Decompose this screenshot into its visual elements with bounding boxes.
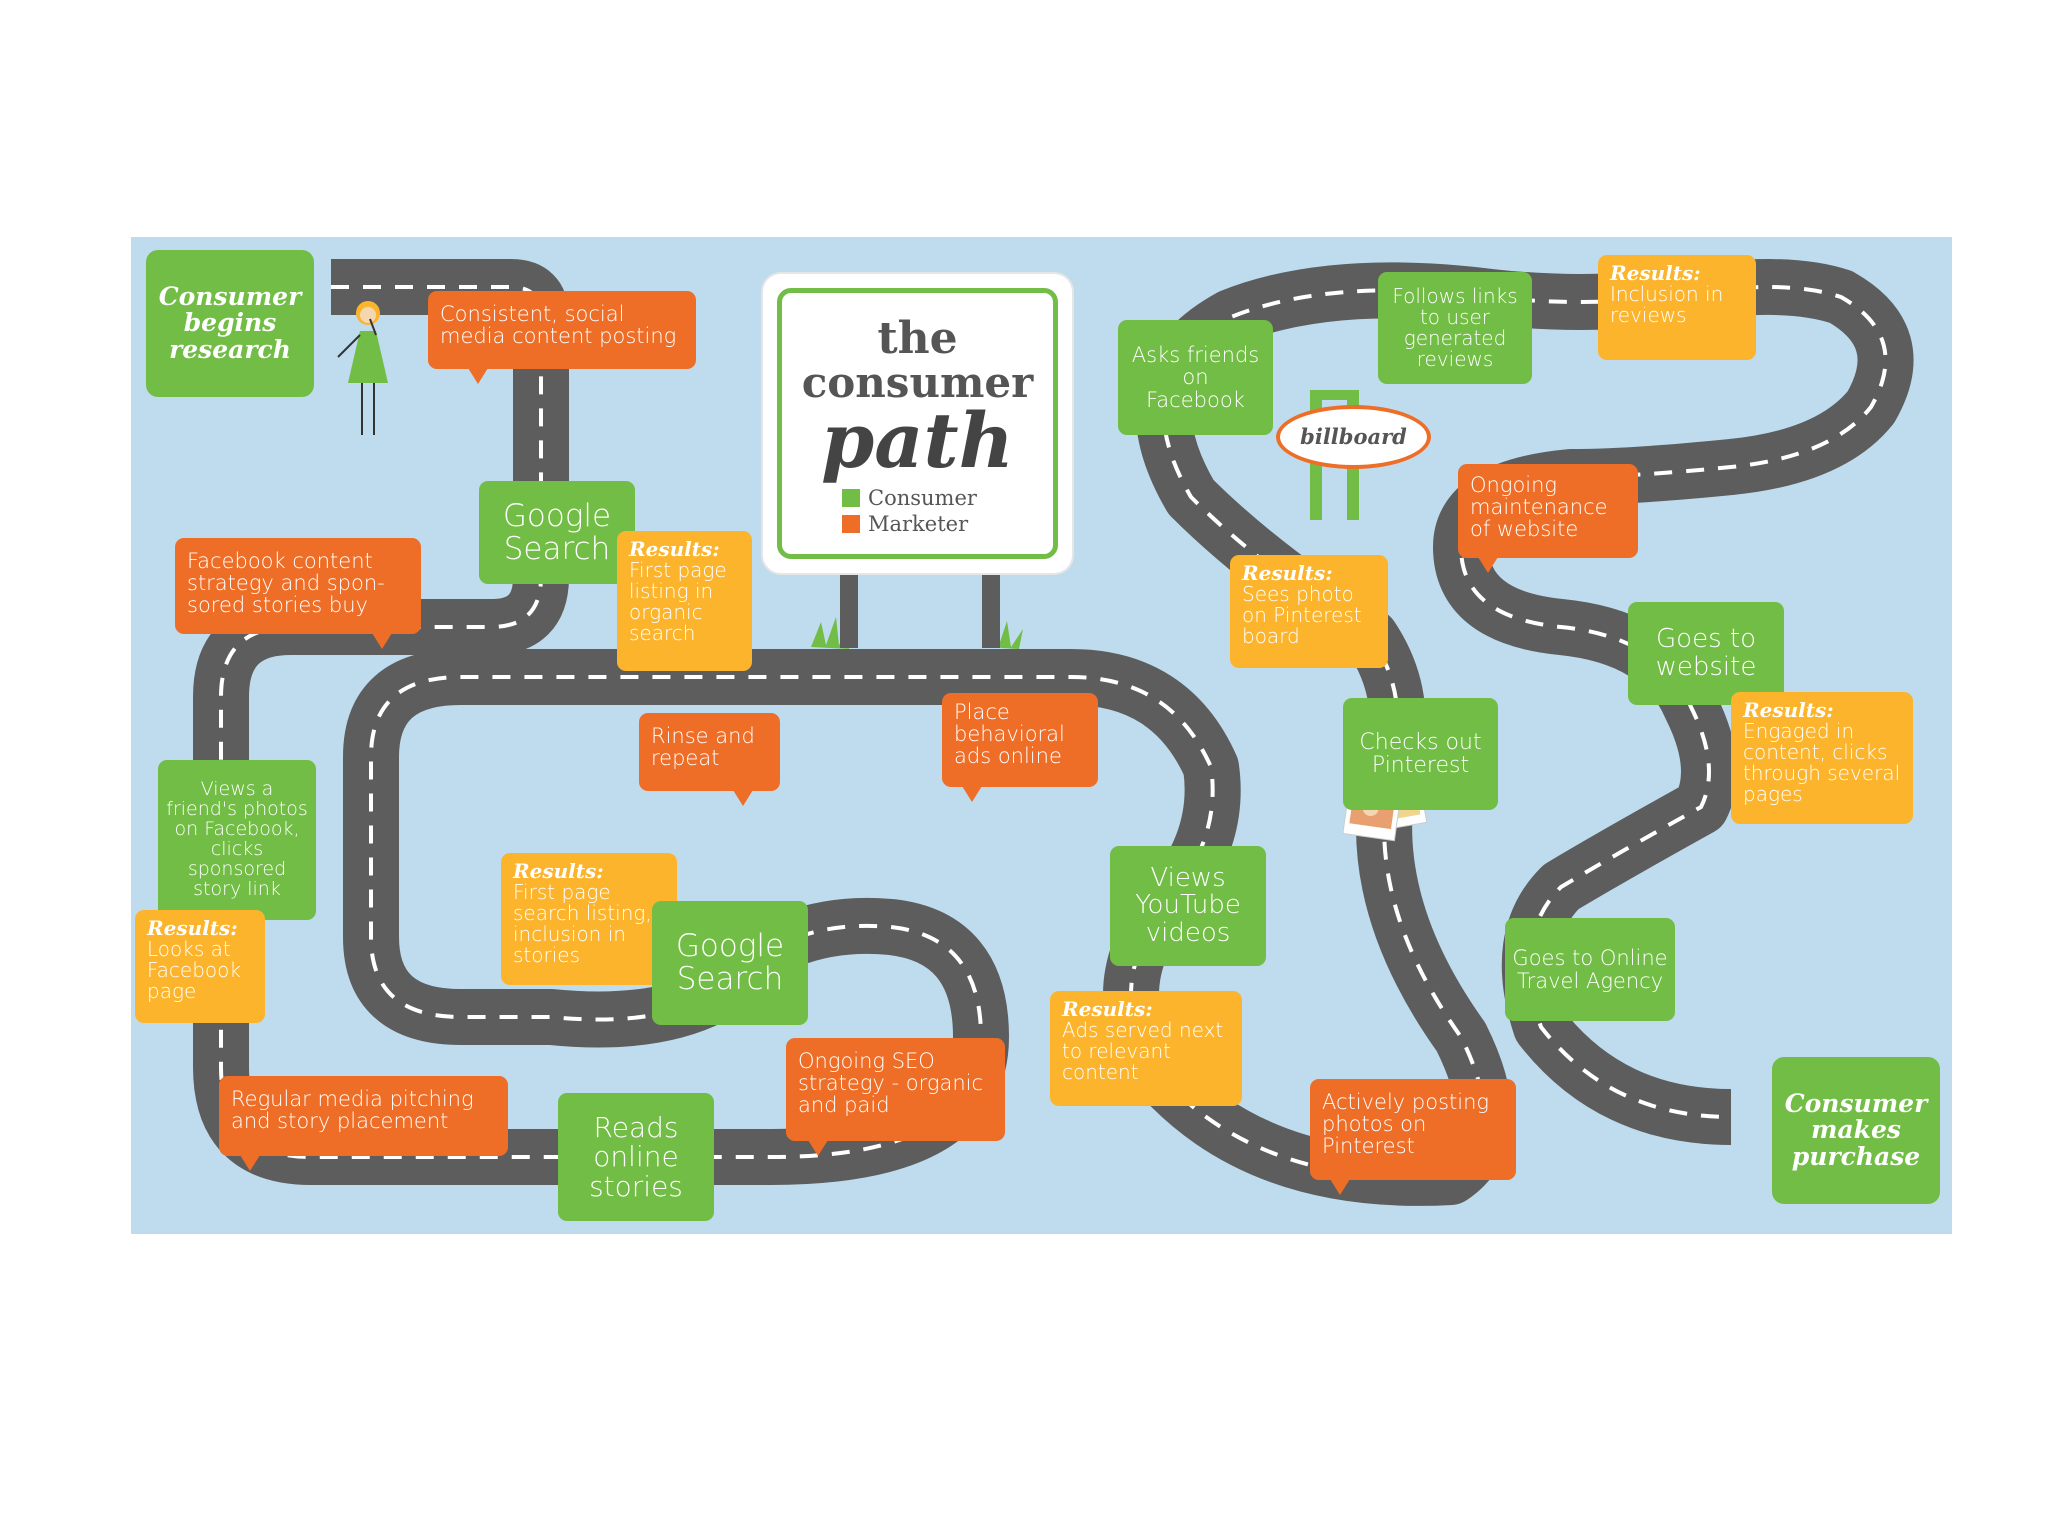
legend-item-marketer: Marketer — [842, 511, 1053, 537]
legend-label-marketer: Marketer — [868, 512, 969, 537]
facebook-strategy-label: Facebook content strategy and spon-sored… — [187, 549, 385, 618]
step-behavioral-ads: Place behavioral ads online — [942, 693, 1098, 787]
legend: Consumer Marketer — [842, 485, 1053, 537]
media-pitching-label: Regular media pitching and story placeme… — [231, 1087, 474, 1134]
travel-agency-label: Goes to Online Travel Agency — [1512, 946, 1668, 993]
results-heading: Results: — [1610, 261, 1701, 285]
follows-links-label: Follows links to user generated reviews — [1392, 284, 1518, 371]
step-posting-pinterest: Actively posting photos on Pinterest — [1310, 1079, 1516, 1180]
step-online-travel-agency: Goes to Online Travel Agency — [1505, 918, 1675, 1021]
step-google-search-1: Google Search — [479, 481, 635, 584]
maintenance-tail — [1478, 557, 1498, 573]
marketer-swatch-icon — [842, 515, 860, 534]
results-heading: Results: — [147, 916, 238, 940]
google-search-2-label: Google Search — [675, 928, 785, 997]
begins-label: Consumer begins research — [158, 282, 302, 364]
step-ongoing-seo: Ongoing SEO strategy - organic and paid — [786, 1038, 1005, 1141]
results-facebook-text: Looks at Facebook page — [147, 937, 241, 1003]
legend-label-consumer: Consumer — [868, 486, 977, 511]
title-sign: the consumer path Consumer Marketer — [763, 274, 1072, 573]
google-search-1-label: Google Search — [502, 497, 612, 567]
step-rinse-repeat: Rinse and repeat — [639, 713, 780, 791]
step-views-youtube: Views YouTube videos — [1110, 846, 1266, 966]
posting-pinterest-label: Actively posting photos on Pinterest — [1322, 1090, 1489, 1159]
step-facebook-strategy: Facebook content strategy and spon-sored… — [175, 538, 421, 634]
results-google-2-text: First page search listing, inclusion in … — [513, 880, 652, 967]
results-ads-text: Ads served next to relevant content — [1062, 1018, 1224, 1084]
step-checks-pinterest: Checks out Pinterest — [1343, 698, 1498, 810]
step-results-engaged: Results: Engaged in content, clicks thro… — [1731, 692, 1913, 824]
sign-post-right — [982, 570, 1000, 648]
behavioral-ads-label: Place behavioral ads online — [954, 700, 1065, 769]
step-results-google-2: Results: First page search listing, incl… — [501, 853, 677, 985]
purchase-label: Consumer makes purchase — [1784, 1089, 1928, 1171]
step-ongoing-maintenance: Ongoing maintenance of website — [1458, 464, 1638, 558]
checks-pinterest-label: Checks out Pinterest — [1359, 729, 1482, 778]
billboard-sign: billboard — [1276, 405, 1431, 469]
step-goes-to-website: Goes to website — [1628, 602, 1784, 705]
sign-post-left — [840, 570, 858, 648]
consumer-swatch-icon — [842, 489, 860, 508]
step-results-pinterest: Results: Sees photo on Pinterest board — [1230, 555, 1388, 668]
results-heading: Results: — [1743, 698, 1834, 722]
step-consumer-makes-purchase: Consumer makes purchase — [1772, 1057, 1940, 1204]
results-heading: Results: — [1062, 997, 1153, 1021]
title-line-2: consumer — [801, 358, 1034, 407]
behavioral-ads-tail — [962, 786, 982, 802]
step-results-ads-served: Results: Ads served next to relevant con… — [1050, 991, 1242, 1106]
facebook-strategy-tail — [372, 633, 392, 649]
reads-stories-label: Reads online stories — [589, 1110, 683, 1203]
step-results-facebook: Results: Looks at Facebook page — [135, 910, 265, 1023]
goes-website-label: Goes to website — [1655, 624, 1757, 682]
results-pinterest-text: Sees photo on Pinterest board — [1242, 582, 1362, 648]
rinse-repeat-tail — [733, 790, 753, 806]
consumer-figure-icon — [337, 301, 388, 435]
step-google-search-2: Google Search — [652, 901, 808, 1025]
step-media-pitching: Regular media pitching and story placeme… — [219, 1076, 508, 1156]
rinse-repeat-label: Rinse and repeat — [651, 724, 755, 771]
title-line-1: the — [877, 313, 958, 364]
results-heading: Results: — [1242, 561, 1333, 585]
maintenance-label: Ongoing maintenance of website — [1470, 473, 1608, 542]
results-heading: Results: — [513, 859, 604, 883]
media-pitching-tail — [240, 1155, 260, 1171]
results-reviews-text: Inclusion in reviews — [1610, 282, 1724, 327]
legend-item-consumer: Consumer — [842, 485, 1053, 511]
step-social-posting: Consistent, social media content posting — [428, 291, 696, 369]
step-results-reviews: Results: Inclusion in reviews — [1598, 255, 1756, 360]
step-results-google-1: Results: First page listing in organic s… — [617, 531, 752, 671]
posting-pinterest-tail — [1330, 1179, 1350, 1195]
title-line-3: path — [821, 396, 1014, 486]
results-google-1-text: First page listing in organic search — [629, 558, 727, 645]
ongoing-seo-tail — [808, 1140, 828, 1156]
step-follows-links: Follows links to user generated reviews — [1378, 272, 1532, 384]
results-heading: Results: — [629, 537, 720, 561]
step-consumer-begins-research: Consumer begins research — [146, 250, 314, 397]
step-asks-friends: Asks friends on Facebook — [1118, 320, 1273, 435]
asks-friends-label: Asks friends on Facebook — [1131, 343, 1260, 412]
step-reads-online-stories: Reads online stories — [558, 1093, 714, 1221]
views-friends-label: Views a friend's photos on Facebook, cli… — [166, 778, 308, 900]
social-posting-tail — [468, 368, 488, 384]
step-views-friends-photos: Views a friend's photos on Facebook, cli… — [158, 760, 316, 920]
views-youtube-label: Views YouTube videos — [1135, 863, 1241, 948]
ongoing-seo-label: Ongoing SEO strategy - organic and paid — [798, 1049, 984, 1118]
results-engaged-text: Engaged in content, clicks through sever… — [1743, 719, 1901, 806]
social-posting-label: Consistent, social media content posting — [440, 302, 677, 349]
billboard-post-top — [1310, 390, 1359, 400]
